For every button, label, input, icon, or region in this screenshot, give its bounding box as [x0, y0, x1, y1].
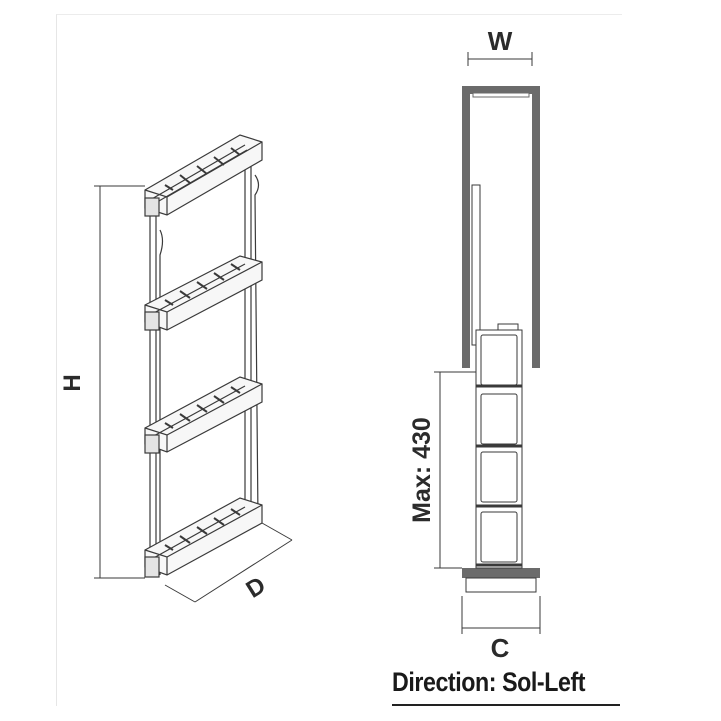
cabinet-bottom-plinth — [462, 568, 540, 578]
cabinet-base — [465, 577, 537, 593]
width-label: W — [488, 26, 513, 56]
drawing-frame — [56, 14, 622, 706]
cabinet-wall-left — [462, 86, 470, 368]
height-dimension — [94, 185, 145, 579]
frame-rail-mid-2 — [254, 174, 260, 521]
max-extension-dimension — [434, 371, 476, 569]
depth-dimension — [164, 522, 293, 603]
caption-underline — [392, 704, 620, 706]
shelf-basket-1 — [144, 134, 263, 217]
pullout-isometric-view — [144, 134, 263, 578]
cabinet-top-rail — [472, 92, 530, 98]
width-dimension — [467, 52, 533, 66]
cabinet-wall-right — [532, 86, 540, 368]
shelf-basket-4 — [144, 497, 263, 578]
slide-rail — [471, 184, 481, 346]
shelf-basket-3 — [144, 376, 263, 454]
shelf-basket-2 — [144, 255, 263, 331]
depth-label: D — [242, 572, 271, 604]
cabinet-opening-dimension — [461, 596, 541, 634]
cabinet-top — [462, 86, 540, 94]
height-label: H — [59, 374, 86, 391]
max-extension-label: Max: 430 — [408, 417, 436, 523]
cabinet-side-view — [462, 86, 540, 593]
pullout-side-view — [475, 323, 523, 569]
direction-caption: Direction: Sol-Left — [392, 667, 586, 697]
cabinet-opening-label: C — [491, 633, 510, 663]
frame-rail-mid — [159, 229, 164, 575]
